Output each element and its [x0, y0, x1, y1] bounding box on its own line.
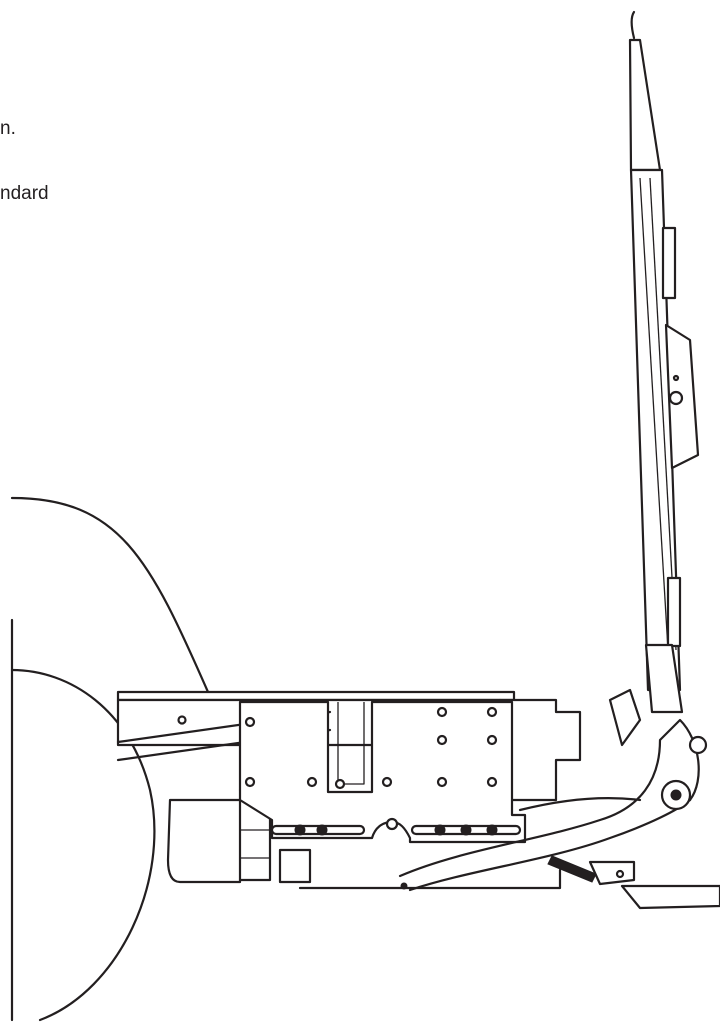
pivot-linkage — [398, 688, 708, 892]
main-wheel — [10, 496, 210, 1022]
caption-line-1: n. — [0, 118, 16, 139]
caption-line-2: ndard — [0, 183, 49, 204]
lever-foot — [547, 855, 720, 910]
side-plate — [238, 700, 527, 844]
plate-bolts — [244, 706, 498, 790]
adjustment-slots — [270, 817, 522, 836]
upright-column — [628, 10, 700, 714]
